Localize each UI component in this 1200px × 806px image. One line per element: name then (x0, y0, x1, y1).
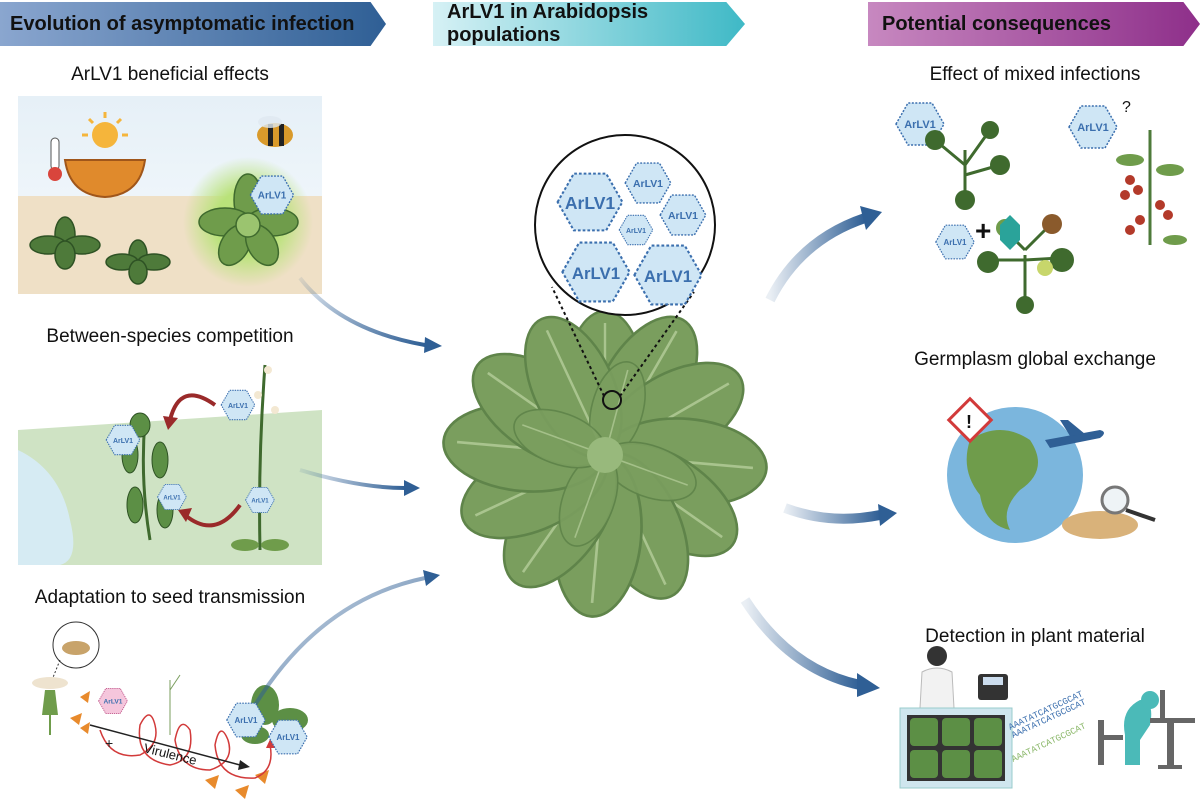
hazard-sign-icon: ! (946, 396, 994, 444)
svg-text:ArLV1: ArLV1 (258, 191, 287, 202)
svg-text:ArLV1: ArLV1 (644, 267, 692, 286)
virus-particle: ArLV1 (249, 175, 295, 215)
plant-healthy-2 (105, 239, 171, 285)
virus-particle: ArLV1 (105, 424, 141, 456)
scientist-icon (919, 646, 955, 709)
banner-consequences: Potential consequences (868, 2, 1200, 46)
svg-text:ArLV1: ArLV1 (277, 733, 301, 742)
arrow-beneficial-to-center (298, 276, 426, 347)
virus-particle: ArLV1 (245, 486, 275, 514)
svg-text:ArLV1: ArLV1 (633, 179, 663, 190)
question-mark: ? (1122, 99, 1131, 116)
svg-text:ArLV1: ArLV1 (251, 498, 269, 504)
mixed-plus-sign: + (975, 215, 991, 246)
virus-particle: ArLV1 (618, 214, 654, 246)
svg-text:ArLV1: ArLV1 (104, 698, 123, 705)
arrow-competition-to-center (299, 468, 406, 490)
heading-germplasm: Germplasm global exchange (914, 349, 1156, 370)
zoom-focus-circle (602, 390, 622, 410)
virus-particle: ArLV1 (561, 241, 631, 303)
virus-particle: ArLV1 (268, 719, 308, 755)
svg-text:ArLV1: ArLV1 (944, 238, 968, 247)
airplane-icon (1045, 420, 1104, 448)
panel-germplasm: ! (946, 396, 1156, 543)
heading-seed-transmission: Adaptation to seed transmission (34, 587, 306, 608)
magnifier-icon (1100, 485, 1156, 522)
virus-particle: ArLV1 (226, 702, 266, 738)
flow-arrows (253, 206, 897, 707)
panel-seed-transmission: + Virulence (32, 621, 308, 799)
axis-plus-sign: + (105, 735, 113, 751)
virus-particle: ArLV1 (220, 389, 256, 421)
seed-pile-icon (1062, 511, 1138, 539)
plant-healthy-1 (29, 216, 101, 270)
second-virus-icon (1000, 215, 1020, 250)
arrow-seed-to-center (253, 576, 426, 707)
heading-mixed-infections: Effect of mixed infections (929, 64, 1141, 85)
tomato-plant (1116, 130, 1187, 245)
virus-particle: ArLV1 (659, 194, 707, 236)
thermometer-icon (48, 137, 62, 181)
heading-detection: Detection in plant material (925, 626, 1145, 647)
panel-competition (18, 364, 322, 565)
virus-particles: ArLV1 ArLV1 ArLV1 ArLV1 ArLV1 ArLV1 ArLV… (98, 102, 1118, 755)
svg-text:ArLV1: ArLV1 (904, 119, 936, 131)
banner-evolution: Evolution of asymptomatic infection (0, 2, 386, 46)
svg-text:ArLV1: ArLV1 (113, 438, 133, 445)
heading-competition: Between-species competition (46, 326, 294, 347)
banner-populations-label: ArLV1 in Arabidopsis populations (447, 1, 649, 46)
virus-particle-pink: ArLV1 (98, 687, 128, 715)
virus-particle: ArLV1 (935, 224, 975, 260)
sequencer-icon (978, 674, 1008, 700)
bee-icon (257, 116, 293, 147)
svg-text:ArLV1: ArLV1 (572, 264, 620, 283)
svg-text:ArLV1: ArLV1 (163, 495, 181, 501)
virus-particle: ArLV1 (1068, 105, 1118, 149)
virus-particle: ArLV1 (633, 244, 703, 306)
dry-soil-icon (63, 159, 147, 199)
arrow-center-to-mixed (765, 213, 867, 303)
sun-icon (82, 112, 128, 148)
svg-text:ArLV1: ArLV1 (565, 193, 616, 213)
panel-detection: AAATATCATGCGCAT AAATATCATGCGCAT AAATATCA… (899, 646, 1195, 789)
banner-populations: ArLV1 in Arabidopsis populations (433, 2, 745, 46)
flower-icon (32, 677, 68, 735)
heading-beneficial-effects: ArLV1 beneficial effects (71, 64, 269, 85)
svg-text:ArLV1: ArLV1 (668, 211, 698, 222)
svg-text:ArLV1: ArLV1 (626, 228, 646, 235)
svg-text:ArLV1: ArLV1 (235, 716, 259, 725)
frustrated-person-icon (1098, 690, 1195, 769)
arrow-center-to-germplasm (783, 503, 881, 524)
banner-consequences-label: Potential consequences (882, 12, 1111, 35)
svg-text:ArLV1: ArLV1 (228, 403, 248, 410)
svg-text:!: ! (966, 412, 972, 432)
arrow-center-to-detection (740, 597, 862, 690)
svg-text:ArLV1: ArLV1 (1077, 122, 1109, 134)
virus-particle: ArLV1 (157, 483, 187, 511)
virus-particle: ArLV1 (624, 162, 672, 204)
banner-evolution-label: Evolution of asymptomatic infection (10, 12, 355, 35)
virus-particle: ArLV1 (556, 172, 624, 232)
dna-sequences: AAATATCATGCGCAT AAATATCATGCGCAT AAATATCA… (1007, 689, 1088, 765)
panel-mixed-infections: + ? (925, 99, 1187, 314)
